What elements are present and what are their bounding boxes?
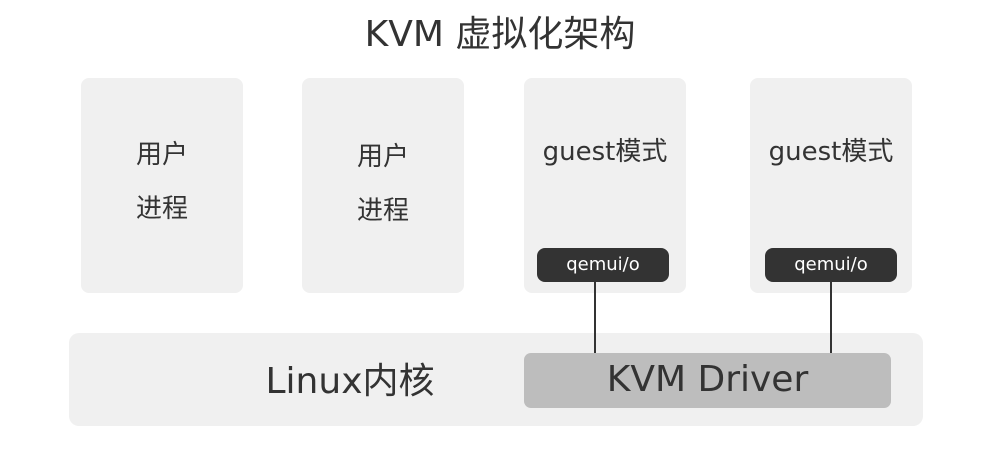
diagram-title: KVM 虚拟化架构 (364, 14, 636, 55)
user-process-1-label: 用户 进程 (81, 128, 243, 236)
guest-2-label: guest模式 (768, 137, 894, 167)
kvm-driver-box: KVM Driver (524, 353, 891, 408)
user-process-2-label: 用户 进程 (302, 130, 464, 238)
user-process-2-line1: 用户 (356, 142, 409, 172)
user-process-2-line2: 进程 (356, 196, 409, 226)
guest-2-qemu-io: qemui/o (765, 248, 897, 282)
user-process-box-2: 用户 进程 (302, 78, 464, 293)
connector-line-2 (830, 282, 832, 353)
guest-1-label: guest模式 (542, 137, 668, 167)
linux-kernel-label: Linux内核 (265, 361, 435, 402)
user-process-1-line1: 用户 (135, 140, 188, 170)
kvm-driver-label: KVM Driver (606, 359, 809, 400)
user-process-1-line2: 进程 (135, 194, 188, 224)
guest-1-qemu-io: qemui/o (537, 248, 669, 282)
user-process-box-1: 用户 进程 (81, 78, 243, 293)
connector-line-1 (594, 282, 596, 353)
